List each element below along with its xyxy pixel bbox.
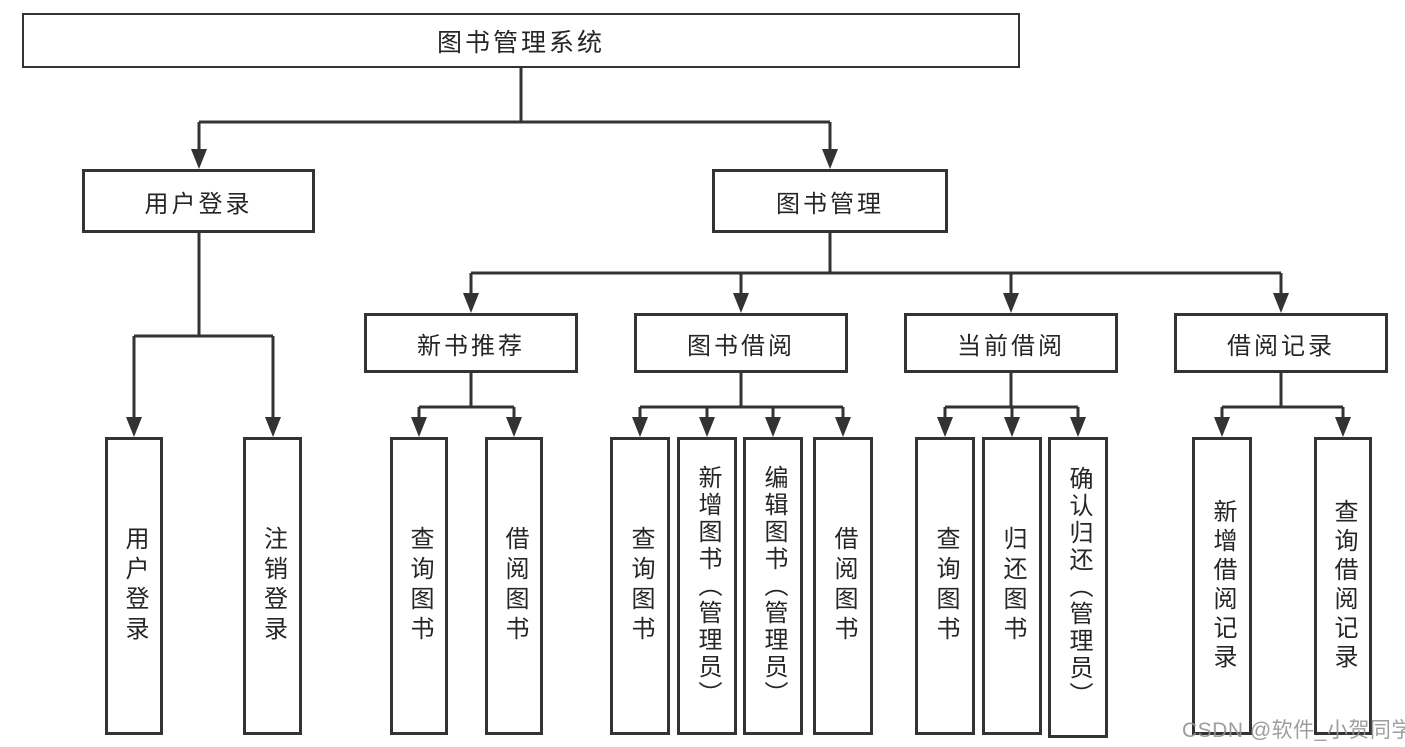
arrow-down-icon	[632, 417, 648, 437]
node-label: 图书管理	[776, 190, 884, 218]
connector-new-book-to-leaves	[417, 373, 516, 419]
leaf-add-borrow-record: 新增借阅记录	[1192, 437, 1252, 735]
node-label: 查询图书	[406, 526, 433, 646]
arrow-down-icon	[126, 417, 142, 437]
arrow-down-icon	[463, 293, 479, 313]
arrow-down-icon	[733, 293, 749, 313]
connector-user-login-to-leaves	[132, 233, 275, 419]
leaf-query-books-borrowing: 查询图书	[610, 437, 670, 735]
arrow-down-icon	[822, 149, 838, 169]
leaf-logout-login: 注销登录	[243, 437, 302, 735]
arrow-down-icon	[1335, 417, 1351, 437]
leaf-return-books: 归还图书	[982, 437, 1042, 735]
node-book-management: 图书管理	[712, 169, 948, 233]
node-label: 查询图书	[627, 526, 654, 646]
connector-root-to-level2	[197, 68, 832, 151]
arrow-down-icon	[1070, 417, 1086, 437]
node-label: 归还图书	[999, 526, 1026, 646]
arrow-down-icon	[1214, 417, 1230, 437]
node-label: 图书借阅	[687, 332, 795, 360]
node-new-book-recommend: 新书推荐	[364, 313, 578, 373]
node-borrowing-records: 借阅记录	[1174, 313, 1388, 373]
node-label: 新增借阅记录	[1209, 499, 1236, 673]
node-label: 新增图书（管理员）	[694, 464, 721, 708]
arrow-down-icon	[835, 417, 851, 437]
arrow-down-icon	[699, 417, 715, 437]
arrow-down-icon	[506, 417, 522, 437]
leaf-borrow-books-recommend: 借阅图书	[485, 437, 543, 735]
leaf-query-books-current: 查询图书	[915, 437, 975, 735]
node-label: 确认归还（管理员）	[1065, 466, 1092, 709]
connector-borrow-records-to-leaves	[1220, 373, 1345, 419]
node-label: 借阅图书	[501, 526, 528, 646]
leaf-add-books-admin: 新增图书（管理员）	[677, 437, 737, 735]
node-user-login: 用户登录	[82, 169, 315, 233]
connector-current-borrow-to-leaves	[943, 373, 1080, 419]
node-label: 查询图书	[932, 526, 959, 646]
arrow-down-icon	[191, 149, 207, 169]
leaf-user-login: 用户登录	[105, 437, 163, 735]
node-label: 用户登录	[144, 190, 253, 218]
leaf-borrow-books-borrowing: 借阅图书	[813, 437, 873, 735]
node-label: 借阅记录	[1227, 332, 1335, 360]
connector-segments	[132, 68, 1345, 419]
arrow-down-icon	[1273, 293, 1289, 313]
leaf-confirm-return-admin: 确认归还（管理员）	[1048, 437, 1108, 738]
node-label: 用户登录	[121, 526, 148, 646]
arrow-down-icon	[1004, 417, 1020, 437]
connector-book-mgmt-to-level3	[469, 233, 1283, 295]
leaf-query-books-recommend: 查询图书	[390, 437, 448, 735]
leaf-edit-books-admin: 编辑图书（管理员）	[743, 437, 803, 735]
arrow-down-icon	[765, 417, 781, 437]
node-label: 图书管理系统	[436, 28, 605, 57]
arrow-down-icon	[411, 417, 427, 437]
node-current-borrowing: 当前借阅	[904, 313, 1118, 373]
node-label: 当前借阅	[957, 332, 1065, 360]
node-label: 新书推荐	[417, 332, 525, 360]
arrow-down-icon	[937, 417, 953, 437]
node-label: 注销登录	[259, 526, 287, 646]
node-library-system-root: 图书管理系统	[22, 13, 1020, 68]
leaf-query-borrow-record: 查询借阅记录	[1314, 437, 1372, 735]
arrowheads	[126, 149, 1351, 437]
node-label: 查询借阅记录	[1330, 499, 1357, 673]
node-label: 编辑图书（管理员）	[760, 464, 787, 708]
arrow-down-icon	[265, 417, 281, 437]
watermark: CSDN @软件_小贺同学	[1182, 719, 1405, 742]
node-label: 借阅图书	[830, 526, 857, 646]
connector-book-borrow-to-leaves	[638, 373, 845, 419]
node-book-borrowing: 图书借阅	[634, 313, 848, 373]
arrow-down-icon	[1003, 293, 1019, 313]
